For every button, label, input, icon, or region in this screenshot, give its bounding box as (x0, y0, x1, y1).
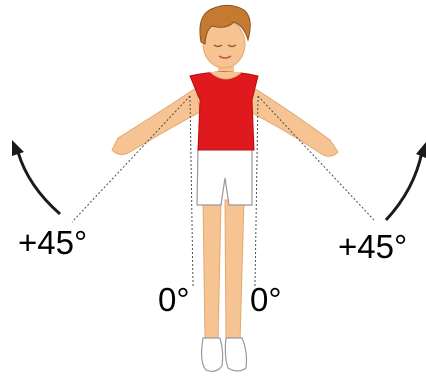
head (200, 5, 250, 68)
right-rotation-arrow-icon (386, 142, 426, 220)
right-neutral-line (255, 96, 258, 286)
right-neutral-label: 0° (250, 283, 282, 316)
shoes (202, 338, 247, 371)
right-abduction-line (258, 96, 374, 220)
left-abduction-label: +45° (18, 226, 87, 259)
left-neutral-label: 0° (158, 283, 190, 316)
shorts (197, 148, 252, 205)
left-rotation-arrow-icon (12, 140, 60, 214)
legs (203, 200, 244, 346)
shirt (190, 72, 258, 150)
left-neutral-line (190, 96, 193, 286)
left-abduction-line (72, 96, 190, 222)
right-abduction-label: +45° (338, 230, 407, 263)
